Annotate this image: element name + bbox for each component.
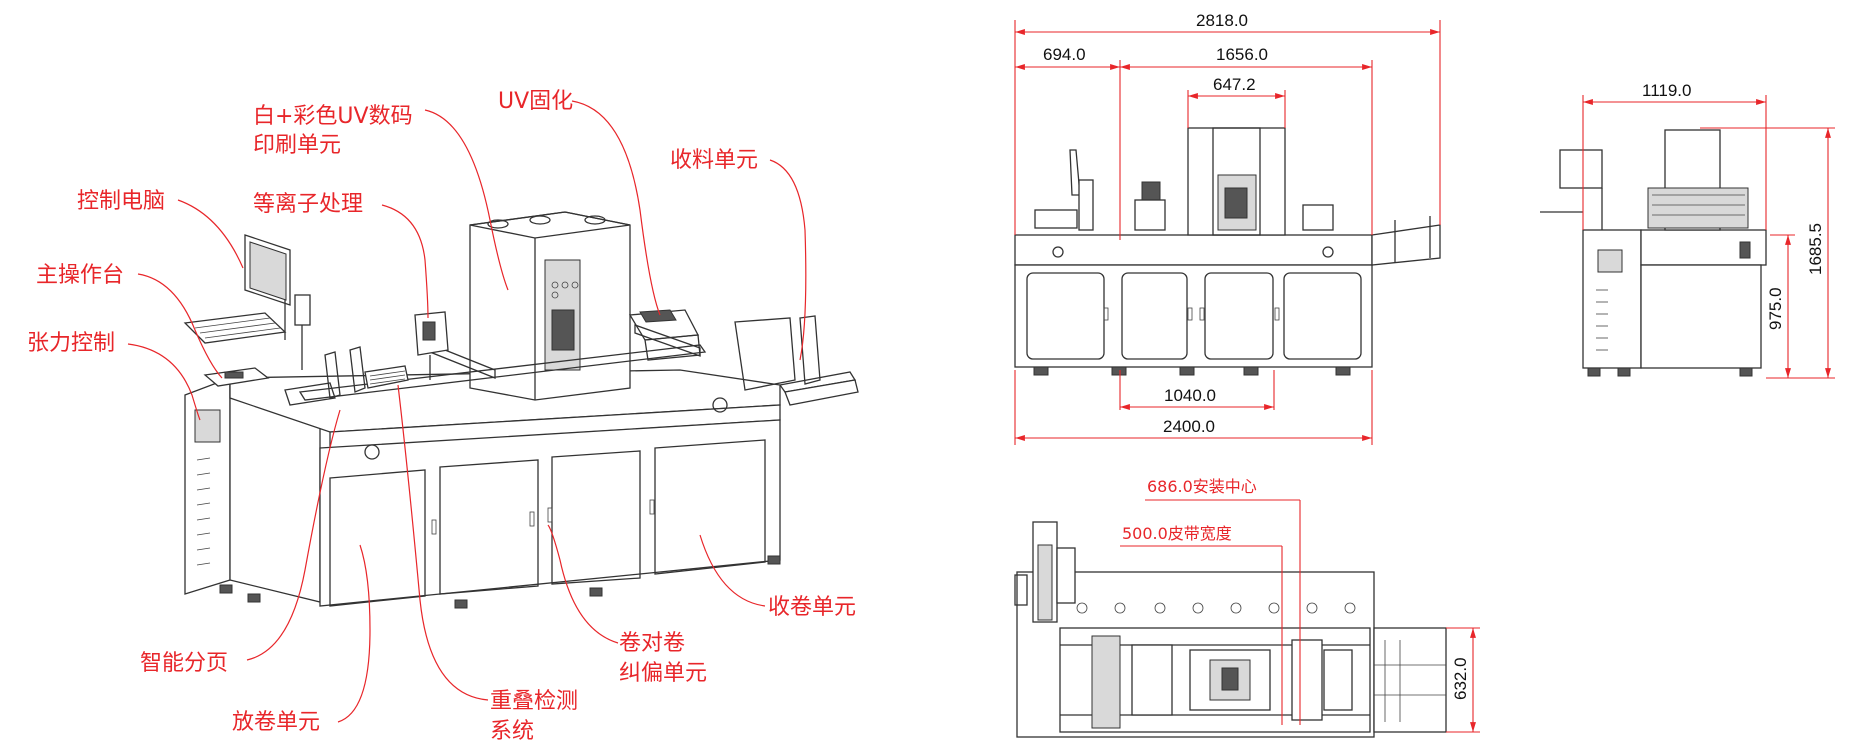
leader-rewind-unit: [699, 534, 766, 607]
isometric-machine-view: [183, 211, 859, 609]
leader-collect-unit: [769, 159, 807, 361]
dim-side-total-height: 1685.5: [1806, 223, 1825, 275]
leader-main-console: [137, 273, 223, 379]
callout-control-pc: 控制电脑: [77, 189, 165, 214]
callout-labels: 白+彩色UV数码 印刷单元 UV固化 收料单元 控制电脑 等离子处理 主操作台 …: [27, 89, 856, 744]
dim-front-print-width: 647.2: [1213, 75, 1256, 94]
top-plan-view: [1014, 521, 1447, 738]
leader-unwind-unit: [337, 544, 371, 723]
dim-top-belt-width: 500.0皮带宽度: [1122, 524, 1232, 543]
control-pc: [183, 234, 311, 370]
plasma-unit: [414, 311, 449, 380]
machine-feet: [219, 555, 781, 609]
callout-web-guide-line2: 纠偏单元: [619, 661, 707, 686]
callout-collect-unit: 收料单元: [670, 148, 758, 173]
uv-cure-lamp: [628, 309, 701, 361]
control-tower: [184, 376, 321, 603]
leader-smart-sheet: [246, 409, 341, 661]
front-elevation-view: [1014, 127, 1441, 376]
dim-top-depth: 632.0: [1451, 657, 1470, 700]
leader-plasma: [381, 204, 429, 319]
callout-plasma: 等离子处理: [253, 192, 363, 217]
top-view-dimensions: 686.0安装中心 500.0皮带宽度 632.0: [1120, 477, 1480, 733]
overlap-sensor: [364, 365, 409, 389]
callout-uv-cure: UV固化: [498, 89, 573, 114]
rewind-tray: [734, 315, 859, 406]
side-elevation-view: [1540, 129, 1767, 377]
callout-web-guide-line1: 卷对卷: [619, 631, 685, 656]
leader-overlap: [397, 384, 489, 701]
dim-side-table-height: 975.0: [1766, 287, 1785, 330]
dim-top-install-center: 686.0安装中心: [1147, 477, 1257, 496]
callout-overlap-line2: 系统: [490, 719, 534, 744]
dim-front-left-offset: 694.0: [1043, 45, 1086, 64]
callout-overlap-line1: 重叠检测: [490, 689, 578, 714]
dim-front-base-width: 2400.0: [1163, 417, 1215, 436]
leader-control-pc: [177, 199, 244, 269]
dim-side-width: 1119.0: [1642, 81, 1691, 100]
dim-front-span: 1656.0: [1216, 45, 1268, 64]
main-console: [203, 367, 270, 387]
unwind-stand: [284, 346, 366, 406]
callout-main-console: 主操作台: [36, 263, 124, 288]
callout-unwind-unit: 放卷单元: [232, 710, 320, 735]
dim-front-total-width: 2818.0: [1196, 11, 1248, 30]
cabinet-doors: [329, 439, 766, 607]
callout-tension: 张力控制: [27, 331, 115, 356]
callout-print-unit-line2: 印刷单元: [253, 133, 341, 158]
uv-print-tower: [469, 211, 631, 401]
dim-front-base-inner: 1040.0: [1164, 386, 1216, 405]
front-view-dimensions: 2818.0 694.0 1656.0 647.2 1040.0 2400.0: [1014, 11, 1441, 445]
leader-web-guide: [547, 524, 619, 644]
callout-print-unit-line1: 白+彩色UV数码: [253, 104, 413, 129]
leader-uv-cure: [571, 100, 661, 316]
leader-tension: [127, 343, 201, 421]
callout-rewind-unit: 收卷单元: [768, 595, 856, 620]
callout-smart-sheet: 智能分页: [140, 651, 228, 676]
side-view-dimensions: 1119.0 1685.5 975.0: [1582, 81, 1835, 379]
leader-print-unit: [424, 109, 509, 291]
